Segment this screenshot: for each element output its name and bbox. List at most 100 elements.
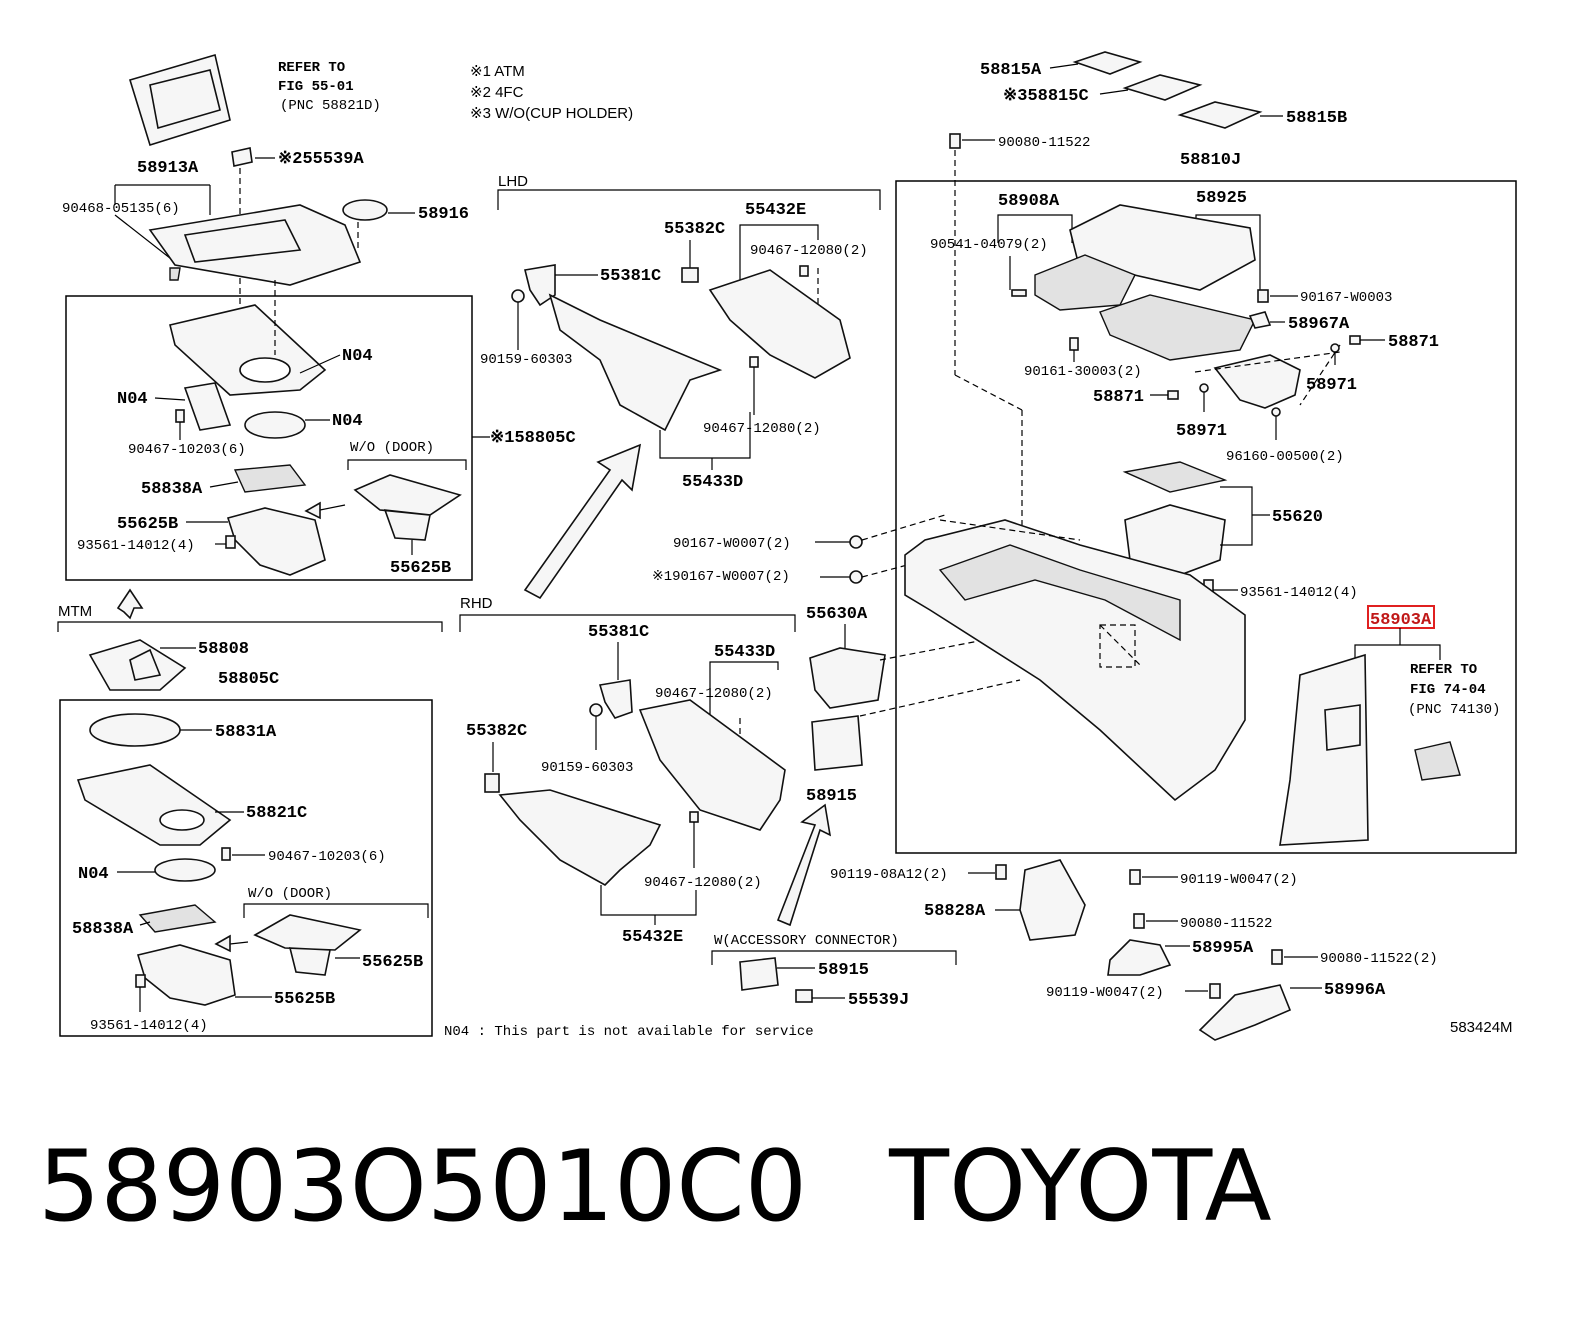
bracket-58828A-drawing <box>1019 859 1086 941</box>
bracket-55432E-b <box>600 885 697 916</box>
label-90167-w0007-a: 90167-W0007(2) <box>673 536 791 552</box>
label-55539J: 55539J <box>848 991 909 1010</box>
label-90167-w0003: 90167-W0003 <box>1300 290 1392 306</box>
bracket-55433D-a <box>659 412 751 459</box>
label-90159-b: 90159-60303 <box>541 760 633 776</box>
console-side-panel-55433D-a-drawing <box>548 293 723 432</box>
panel-58915-a-drawing <box>739 957 779 991</box>
refer-fig-label-2: FIG 74-04 <box>1410 682 1486 698</box>
leader-58838A-b <box>139 921 151 926</box>
rear-panel-58903A-drawing <box>1279 653 1369 846</box>
bracket-58903A <box>1354 644 1441 660</box>
cushion-58871-a <box>1349 335 1361 345</box>
label-58808: 58808 <box>198 640 249 659</box>
screw-90167-w0003 <box>1257 289 1269 303</box>
label-n04-a: N04 <box>342 347 373 366</box>
ring-58831A-drawing <box>89 713 181 747</box>
label-n04-b: N04 <box>117 390 148 409</box>
bracket-lhd <box>497 189 881 210</box>
label-55382C-a: 55382C <box>664 220 725 239</box>
label-90468-05135: 90468-05135(6) <box>62 201 180 217</box>
label-n04-d: N04 <box>78 865 109 884</box>
stopper-58967A-drawing <box>1248 311 1272 329</box>
mat-55620-drawing <box>1122 461 1228 493</box>
footnote-n04: N04 : This part is not available for ser… <box>444 1024 814 1040</box>
bracket-rhd <box>459 614 796 632</box>
mtm-group-box <box>59 699 433 1037</box>
cap-55539J-drawing <box>795 989 813 1003</box>
label-58913A: 58913A <box>137 159 199 178</box>
screw-90467-12080-a <box>799 265 809 277</box>
label-58815A: 58815A <box>980 61 1042 80</box>
arrow-accessory <box>776 803 832 927</box>
arrow-wo-door-1 <box>319 504 346 511</box>
bracket-55381C-b-drawing <box>598 679 633 719</box>
leader-55432E-a <box>739 224 819 290</box>
label-58815C: ※358815C <box>1003 87 1089 106</box>
refer-pnc-label-1: (PNC 58821D) <box>280 98 381 114</box>
label-58996A: 58996A <box>1324 981 1386 1000</box>
diagram-id: 583424M <box>1450 1019 1513 1036</box>
atm-group-box <box>65 295 473 581</box>
dash-lock <box>1194 351 1341 373</box>
footer-part-number: 58903O5010C0 <box>38 1130 808 1244</box>
label-55432E-b: 55432E <box>622 928 683 947</box>
screw-90080-c <box>1271 949 1283 965</box>
screw-93561-b <box>135 974 146 988</box>
label-90541: 90541-04079(2) <box>930 237 1048 253</box>
refer-to-label-2: REFER TO <box>1410 662 1477 678</box>
bracket-55620 <box>1220 486 1253 546</box>
mat-58838A-a-drawing <box>233 464 307 493</box>
label-55382C-b: 55382C <box>466 722 527 741</box>
bracket-55381C-a-drawing <box>524 264 556 307</box>
cover-detail <box>169 267 181 281</box>
label-55625B-a: 55625B <box>117 515 178 534</box>
label-58903A: 58903A <box>1370 611 1432 630</box>
shift-bezel-drawing <box>169 304 327 396</box>
ring-n04-drawing <box>244 411 306 439</box>
nut-58971-b <box>1199 383 1209 393</box>
screw-90119-w0047-a <box>1129 869 1141 885</box>
label-90467-12080-b: 90467-12080(2) <box>703 421 821 437</box>
screw-90541 <box>1011 289 1027 297</box>
label-90467-10203-b: 90467-10203(6) <box>268 849 386 865</box>
cushion-58871-b <box>1167 390 1179 400</box>
label-90080-c: 90080-11522(2) <box>1320 951 1438 967</box>
label-58831A: 58831A <box>215 723 277 742</box>
arrowhead-wo-door-1 <box>304 501 321 520</box>
label-58916: 58916 <box>418 205 469 224</box>
pad-58815C-drawing <box>1122 74 1203 101</box>
bracket-58996A-drawing <box>1198 984 1292 1041</box>
dash-console-a <box>939 519 1081 541</box>
bracket-mtm <box>57 621 443 632</box>
footer-brand: TOYOTA <box>889 1130 1272 1244</box>
label-90467-12080-c: 90467-12080(2) <box>655 686 773 702</box>
label-58838A-b: 58838A <box>72 920 134 939</box>
console-box-inner-drawing <box>938 544 1181 642</box>
label-55620: 55620 <box>1272 508 1323 527</box>
screw-90467-12080-b <box>749 356 759 368</box>
label-58971-b: 58971 <box>1176 422 1227 441</box>
label-90080-b: 90080-11522 <box>1180 916 1272 932</box>
label-55625B-c: 55625B <box>362 953 423 972</box>
rear-vent-drawing <box>1414 741 1461 781</box>
label-55630A: 55630A <box>806 605 868 624</box>
shift-boot-58808-drawing <box>88 639 187 691</box>
console-box-group <box>895 180 1517 854</box>
screw-90119-w0047-b <box>1209 983 1221 999</box>
label-58967A: 58967A <box>1288 315 1350 334</box>
lid-inner-drawing <box>1099 294 1257 361</box>
clip-55382C-b-drawing <box>484 773 500 793</box>
screw-90080-b <box>1133 913 1145 929</box>
insert-n04-drawing <box>183 382 232 431</box>
ring-58916-drawing <box>342 199 388 221</box>
pad-58815B-drawing <box>1177 101 1263 129</box>
nut-96160 <box>1271 407 1281 417</box>
note-atm: ※1 ATM <box>470 63 525 80</box>
label-58915-b: 58915 <box>806 787 857 806</box>
label-58805C-mtm: 58805C <box>218 670 279 689</box>
label-55539A: ※255539A <box>278 150 364 169</box>
label-58871-b: 58871 <box>1093 388 1144 407</box>
nut-58971-a <box>1330 343 1340 353</box>
